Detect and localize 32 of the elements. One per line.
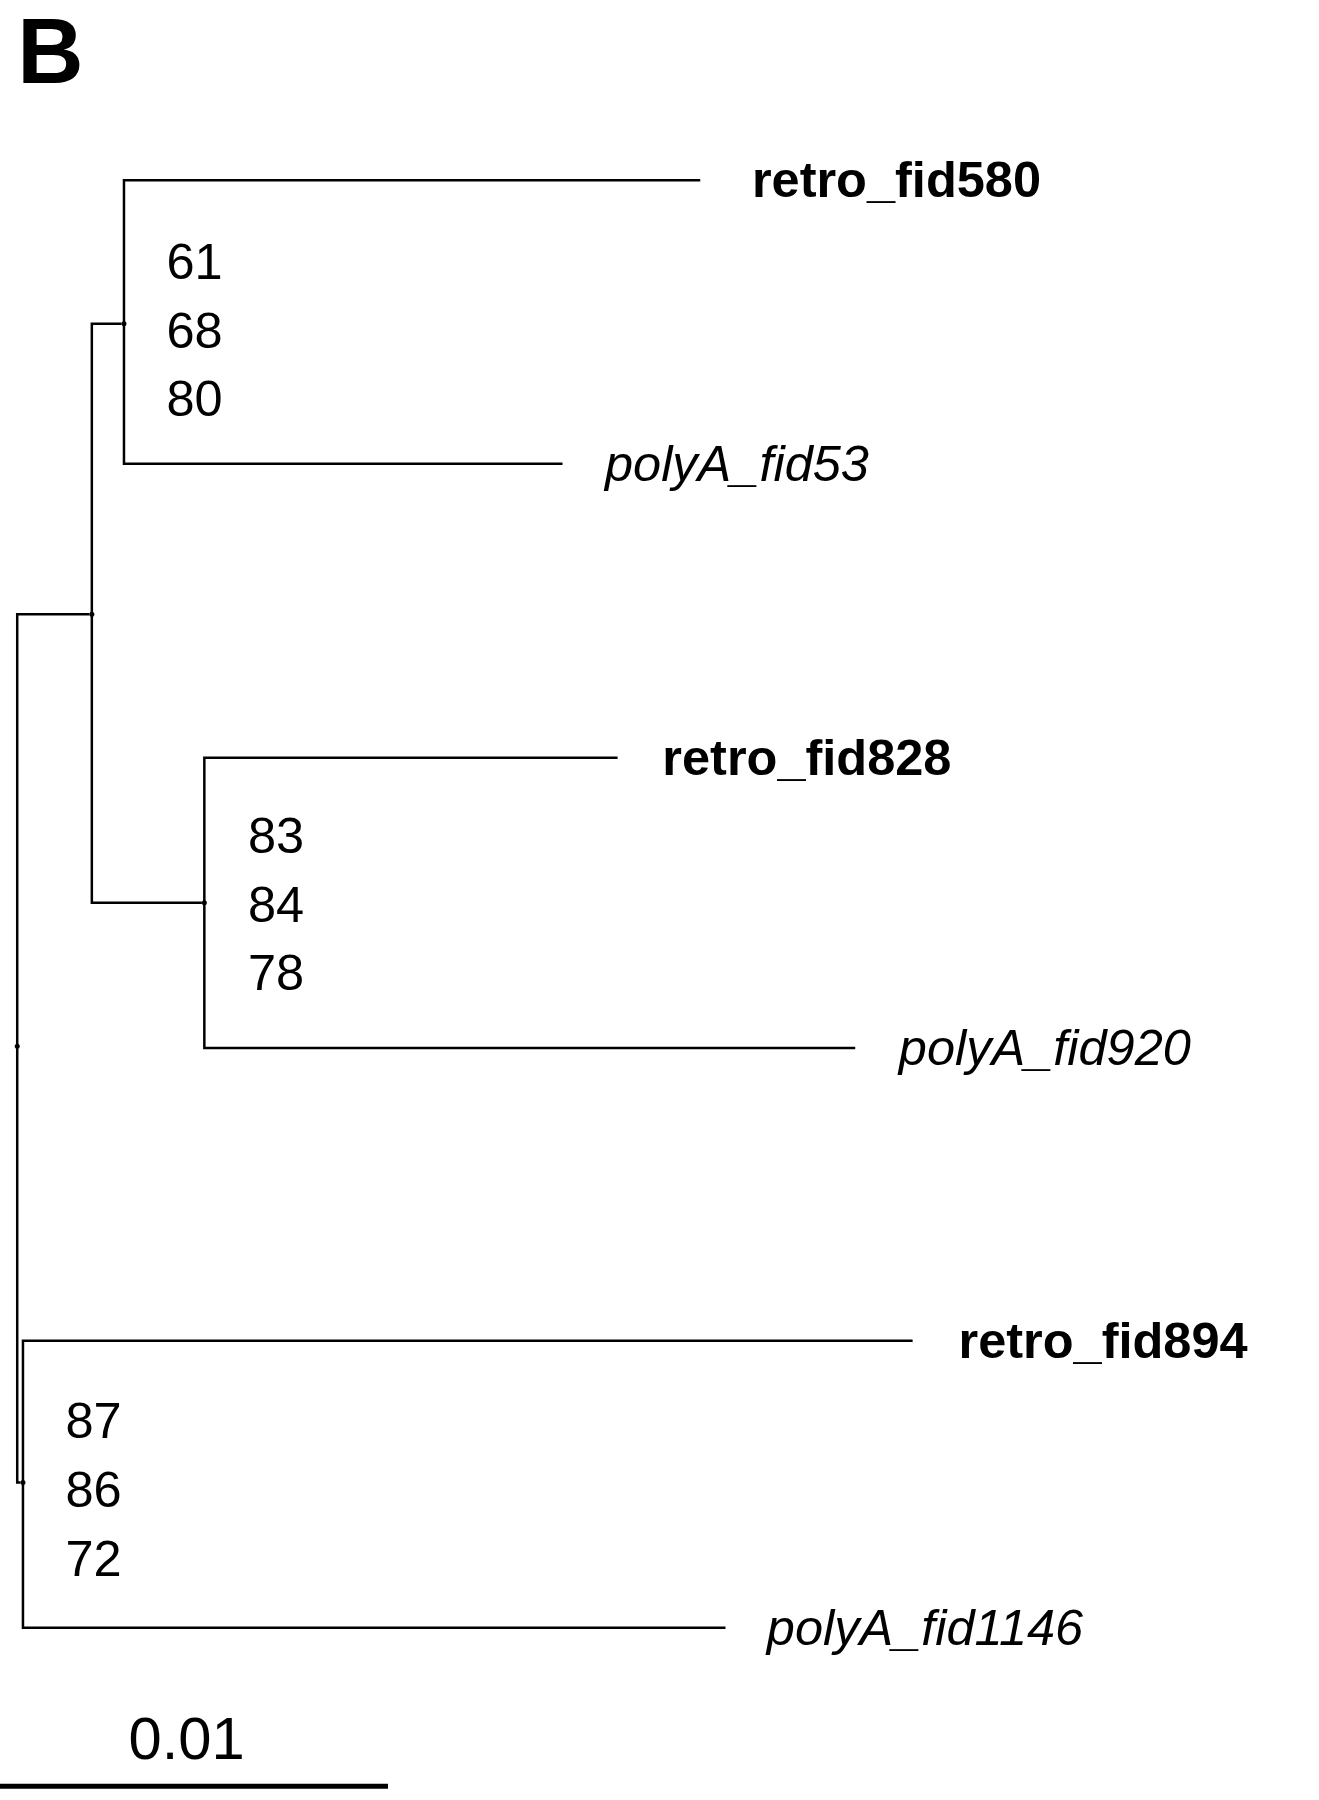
tree-branch	[122, 179, 701, 324]
taxon-label: polyA_fid1146	[766, 1598, 1084, 1657]
bootstrap-value: 72	[65, 1529, 122, 1588]
tree-branch	[203, 902, 856, 1050]
tree-branch	[122, 323, 563, 465]
tree-branch	[203, 756, 618, 903]
bootstrap-value: 78	[247, 944, 305, 1003]
tree-branch	[21, 1339, 913, 1483]
taxon-label: retro_fid828	[662, 728, 952, 787]
bootstrap-value: 80	[166, 370, 223, 429]
taxon-label: polyA_fid920	[898, 1019, 1191, 1078]
taxon-label: retro_fid580	[751, 151, 1041, 210]
panel-letter: B	[17, 0, 84, 104]
tree-branch	[90, 614, 202, 905]
bootstrap-value: 86	[65, 1461, 122, 1520]
scale-label: 0.01	[128, 1704, 245, 1774]
bootstrap-value: 61	[166, 232, 223, 291]
taxon-label: retro_fid894	[958, 1311, 1248, 1370]
branch-point	[89, 611, 95, 617]
bootstrap-value: 84	[247, 875, 305, 934]
bootstrap-value: 87	[65, 1392, 122, 1451]
branch-point	[121, 321, 127, 327]
branch-point	[20, 1480, 26, 1486]
tree-branch	[15, 612, 90, 1047]
taxon-label: polyA_fid53	[604, 434, 869, 493]
tree-branch	[21, 1482, 726, 1630]
tree-branch	[15, 1046, 21, 1484]
bootstrap-value: 83	[247, 806, 305, 865]
branch-point	[201, 900, 207, 906]
branch-point	[14, 1043, 20, 1049]
bootstrap-value: 68	[166, 301, 223, 360]
tree-branch	[90, 322, 122, 615]
